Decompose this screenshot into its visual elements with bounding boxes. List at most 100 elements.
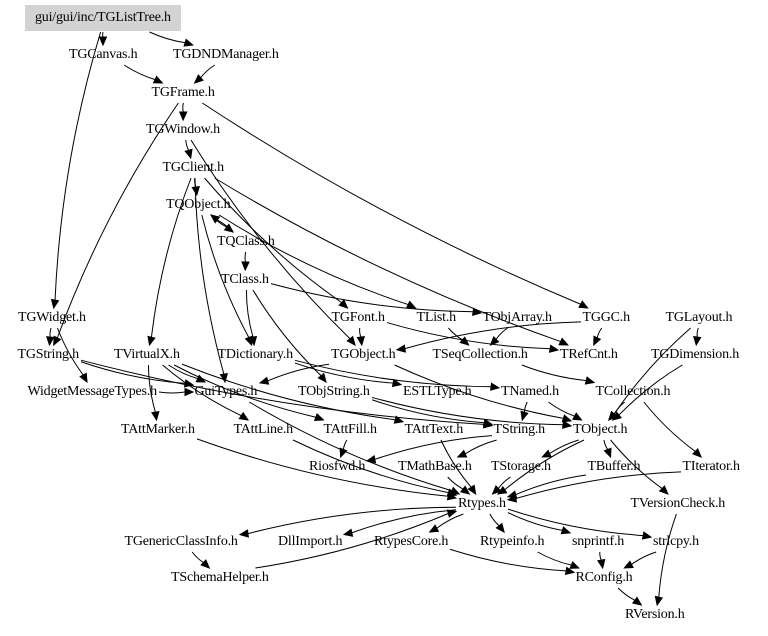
edge-tgobject-to-tobject bbox=[394, 364, 564, 419]
node-tseqcollection[interactable]: TSeqCollection.h bbox=[432, 347, 528, 362]
node-tstorage[interactable]: TStorage.h bbox=[491, 459, 551, 474]
edge-tgwidget-to-widgetmessagetypes bbox=[57, 327, 84, 376]
edge-widgetmessagetypes-to-guitypes bbox=[158, 391, 186, 394]
arrowhead-icon bbox=[184, 148, 193, 160]
node-tversioncheck[interactable]: TVersionCheck.h bbox=[630, 496, 726, 511]
node-tvirtualx[interactable]: TVirtualX.h bbox=[114, 347, 180, 362]
arrowhead-icon bbox=[98, 36, 108, 47]
node-titerator[interactable]: TIterator.h bbox=[682, 459, 740, 474]
node-tatttext[interactable]: TAttText.h bbox=[404, 422, 464, 437]
node-tgwindow[interactable]: TGWindow.h bbox=[146, 122, 220, 137]
edge-tattfill-to-riosfwd bbox=[342, 439, 348, 450]
edge-tgframe-to-tgstring bbox=[56, 102, 179, 339]
node-riosfwd[interactable]: Riosfwd.h bbox=[309, 459, 366, 474]
node-tgframe[interactable]: TGFrame.h bbox=[151, 85, 215, 100]
edge-tgcanvas-to-tgframe bbox=[123, 64, 156, 81]
node-tattline[interactable]: TAttLine.h bbox=[233, 422, 294, 437]
edge-tgframe-to-tggc bbox=[202, 102, 581, 305]
edge-tgdndmanager-to-tgframe bbox=[200, 64, 216, 78]
edge-snprintf-to-rconfig bbox=[599, 551, 602, 561]
node-tcollection[interactable]: TCollection.h bbox=[595, 384, 671, 399]
node-tgcanvas[interactable]: TGCanvas.h bbox=[69, 47, 138, 62]
node-tstring[interactable]: TString.h bbox=[493, 422, 546, 437]
node-tgenericclassinfo[interactable]: TGenericClassInfo.h bbox=[124, 534, 238, 549]
arrowhead-icon bbox=[490, 382, 501, 391]
node-rtypescore[interactable]: RtypesCore.h bbox=[374, 534, 449, 549]
arrowhead-icon bbox=[248, 335, 258, 347]
node-estltype[interactable]: ESTLType.h bbox=[403, 384, 472, 399]
node-tobjstring[interactable]: TObjString.h bbox=[298, 384, 370, 399]
node-rversion[interactable]: RVersion.h bbox=[625, 607, 685, 622]
edge-rtypes-to-snprintf bbox=[507, 512, 563, 531]
arrowhead-icon bbox=[560, 526, 572, 535]
node-tgclient[interactable]: TGClient.h bbox=[162, 160, 225, 175]
node-guitypes[interactable]: GuiTypes.h bbox=[194, 384, 258, 399]
edge-tggc-to-tgobject bbox=[404, 321, 582, 350]
edge-rconfig-to-rversion bbox=[617, 587, 636, 601]
node-tqobject[interactable]: TQObject.h bbox=[166, 197, 231, 212]
node-tgdndmanager[interactable]: TGDNDManager.h bbox=[173, 47, 279, 62]
edge-tglayout-to-tobject bbox=[613, 327, 691, 415]
node-tdictionary[interactable]: TDictionary.h bbox=[217, 347, 294, 362]
edge-tstorage-to-rtypes bbox=[497, 476, 511, 489]
edge-rtypescore-to-rconfig bbox=[449, 548, 567, 572]
arrowhead-icon bbox=[238, 529, 249, 538]
node-tattmarker[interactable]: TAttMarker.h bbox=[121, 422, 195, 437]
arrowhead-icon bbox=[338, 299, 349, 309]
arrowhead-icon bbox=[459, 336, 470, 346]
edge-root-to-tgwidget bbox=[54, 31, 102, 301]
node-tgobject[interactable]: TGObject.h bbox=[331, 347, 396, 362]
node-dllimport[interactable]: DllImport.h bbox=[278, 534, 343, 549]
arrowhead-icon bbox=[446, 509, 458, 518]
arrowhead-icon bbox=[491, 485, 502, 495]
arrowhead-icon bbox=[339, 447, 348, 459]
node-tmathbase[interactable]: TMathBase.h bbox=[398, 459, 472, 474]
edge-tqobject-to-tlist bbox=[218, 214, 409, 306]
edge-tvirtualx-to-tattfill bbox=[173, 364, 316, 418]
root-node[interactable]: gui/gui/inc/TGListTree.h bbox=[25, 5, 181, 31]
arrowhead-icon bbox=[184, 387, 195, 397]
node-tgstring[interactable]: TGString.h bbox=[17, 347, 80, 362]
node-rtypeinfo[interactable]: Rtypeinfo.h bbox=[480, 534, 545, 549]
edge-tobject-to-tbuffer bbox=[603, 439, 609, 450]
node-tgwidget[interactable]: TGWidget.h bbox=[18, 310, 86, 325]
edge-tdictionary-to-estltype bbox=[294, 362, 394, 384]
node-trefcnt[interactable]: TRefCnt.h bbox=[560, 347, 618, 362]
node-widgetmessagetypes[interactable]: WidgetMessageTypes.h bbox=[27, 384, 158, 399]
edge-tattmarker-to-rtypes bbox=[196, 438, 449, 497]
node-rconfig[interactable]: RConfig.h bbox=[575, 570, 633, 585]
node-tattfill[interactable]: TAttFill.h bbox=[323, 422, 377, 437]
edge-tatttext-to-rtypes bbox=[440, 439, 472, 488]
node-tqclass[interactable]: TQClass.h bbox=[217, 234, 275, 249]
node-rtypes[interactable]: Rtypes.h bbox=[458, 496, 506, 511]
arrowhead-icon bbox=[79, 372, 88, 384]
edge-tobject-to-tversioncheck bbox=[610, 439, 663, 489]
node-tgfont[interactable]: TGFont.h bbox=[331, 310, 385, 325]
arrowhead-icon bbox=[561, 414, 573, 423]
arrowhead-icon bbox=[395, 344, 407, 353]
node-tggc[interactable]: TGGC.h bbox=[582, 310, 631, 325]
node-tgdimension[interactable]: TGDimension.h bbox=[651, 347, 740, 362]
node-tlist[interactable]: TList.h bbox=[416, 310, 457, 325]
edge-tggc-to-trefcnt bbox=[596, 327, 603, 338]
arrowhead-icon bbox=[631, 596, 643, 606]
arrowhead-icon bbox=[446, 488, 458, 497]
node-tnamed[interactable]: TNamed.h bbox=[501, 384, 559, 399]
arrowhead-icon bbox=[482, 418, 494, 427]
edge-rtypes-to-rtypeinfo bbox=[489, 513, 500, 527]
node-tclass[interactable]: TClass.h bbox=[221, 272, 269, 287]
node-tobject[interactable]: TObject.h bbox=[573, 422, 628, 437]
node-snprintf[interactable]: snprintf.h bbox=[572, 534, 625, 549]
arrowhead-icon bbox=[342, 528, 354, 537]
edge-root-to-tgdndmanager bbox=[149, 31, 186, 44]
node-strlcpy[interactable]: strlcpy.h bbox=[653, 534, 699, 549]
node-tbuffer[interactable]: TBuffer.h bbox=[587, 459, 641, 474]
edge-tgwindow-to-tgobject bbox=[190, 139, 351, 340]
node-tschemahelper[interactable]: TSchemaHelper.h bbox=[171, 570, 269, 585]
edge-tattline-to-rtypes bbox=[292, 439, 449, 494]
node-tobjarray[interactable]: TObjArray.h bbox=[482, 310, 553, 325]
arrowhead-icon bbox=[506, 494, 518, 503]
arrowhead-icon bbox=[391, 378, 403, 388]
node-tglayout[interactable]: TGLayout.h bbox=[665, 310, 733, 325]
